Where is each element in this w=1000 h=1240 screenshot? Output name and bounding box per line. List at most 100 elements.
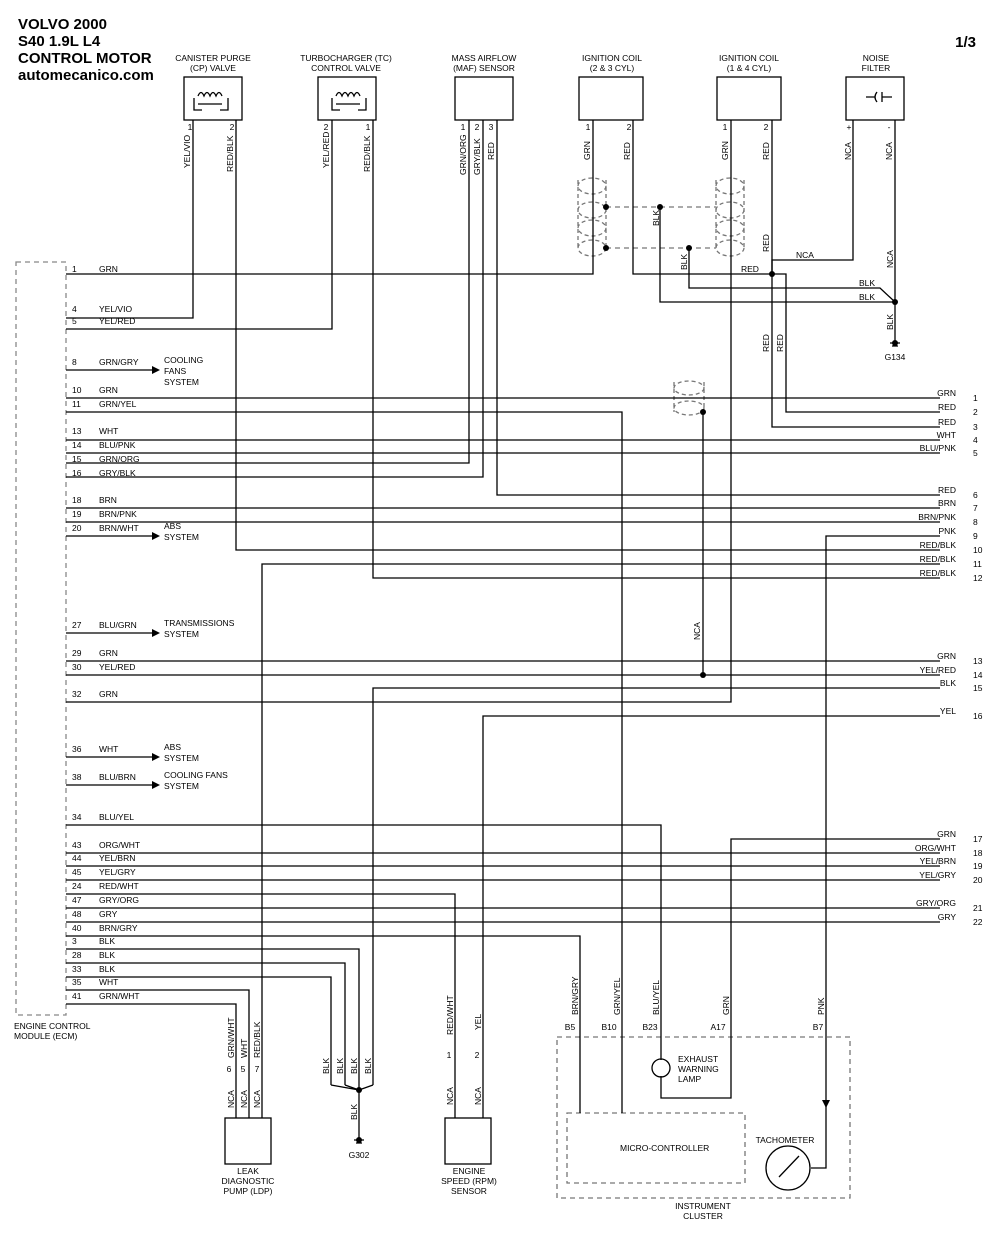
system-arrow-0 [152, 366, 160, 374]
ecm-wire-color-11: GRN/YEL [99, 399, 137, 409]
component-pin-4-1: 2 [764, 122, 769, 132]
title-vehicle: VOLVO 2000 [18, 16, 107, 33]
right-wire-color-15: BLK [940, 678, 956, 688]
ecm-wire-color-14: BLU/PNK [99, 440, 136, 450]
vertical-label-c14_1: GRN [720, 141, 730, 160]
vertical-label-cp1: YEL/VIO [182, 135, 192, 168]
ecm-pin-27: 27 [72, 620, 82, 630]
ldp-pin-2: 7 [255, 1064, 260, 1074]
maf-sensor-label-line-1: (MAF) SENSOR [453, 63, 515, 73]
right-wire-number-7: 7 [973, 503, 978, 513]
wire-blk-shield2 [688, 248, 896, 303]
ecm-wire-color-32: GRN [99, 689, 118, 699]
ecm-wire-color-1: GRN [99, 264, 118, 274]
component-pin-2-2: 3 [489, 122, 494, 132]
right-wire-color-5: BLU/PNK [920, 443, 957, 453]
noise-filter-label-line-1: FILTER [862, 63, 891, 73]
engine-speed-sensor [444, 1117, 492, 1165]
system-arrow-3 [152, 753, 160, 761]
ldp-pin-0: 6 [227, 1064, 232, 1074]
right-wire-color-7: BRN [938, 498, 956, 508]
cluster-pin-A17: A17 [710, 1022, 725, 1032]
coil-symbol-cp [193, 91, 229, 111]
vertical-label-ldp_nc: NCA [252, 1090, 262, 1108]
ecm-label-line-0: ENGINE CONTROL [14, 1021, 91, 1031]
cluster-pin-B5: B5 [565, 1022, 576, 1032]
right-wire-number-13: 13 [973, 656, 983, 666]
ecm-wire-color-27: BLU/GRN [99, 620, 137, 630]
vertical-label-nca_mid: NCA [692, 622, 702, 640]
ground-g302-label: G302 [349, 1150, 370, 1160]
maf-sensor [454, 76, 514, 121]
right-wire-color-4: WHT [937, 430, 956, 440]
vertical-label-g_a: BLK [321, 1058, 331, 1074]
vertical-label-blk_a: BLK [651, 210, 661, 226]
right-wire-color-19: YEL/BRN [920, 856, 956, 866]
ecm-pin-15: 15 [72, 454, 82, 464]
ecm-pin-48: 48 [72, 909, 82, 919]
right-wire-number-11: 11 [973, 559, 982, 569]
vertical-label-ldp_c: RED/BLK [252, 1021, 262, 1058]
ecm-pin-33: 33 [72, 964, 82, 974]
ecm-wire-color-36: WHT [99, 744, 118, 754]
ecm-pin-28: 28 [72, 950, 82, 960]
right-wire-color-21: GRY/ORG [916, 898, 956, 908]
component-pin-1-1: 1 [366, 122, 371, 132]
right-wire-color-3: RED [938, 417, 956, 427]
wire-grn-17 [730, 838, 940, 1037]
right-wire-color-20: YEL/GRY [919, 870, 956, 880]
noise-filter-label-line-0: NOISE [863, 53, 890, 63]
system-label-3-b: SYSTEM [164, 753, 199, 763]
right-wire-number-18: 18 [973, 848, 983, 858]
wire-blu-yel [66, 824, 662, 1037]
system-label-4-a: COOLING FANS [164, 770, 228, 780]
wire-gry-blk [66, 120, 484, 478]
ecm-pin-43: 43 [72, 840, 82, 850]
right-wire-color-22: GRY [938, 912, 957, 922]
wire-yel-16 [482, 715, 940, 1085]
ecm-pin-45: 45 [72, 867, 82, 877]
ecm-wire-color-13: WHT [99, 426, 118, 436]
wire-red-coil23 [632, 120, 772, 275]
tachometer-needle [778, 1155, 800, 1178]
ecm-pin-32: 32 [72, 689, 82, 699]
component-pin-0-0: 1 [188, 122, 193, 132]
splice-dot-8 [356, 1087, 362, 1093]
cluster-label-line-0: INSTRUMENT [675, 1201, 731, 1211]
ecm-pin-16: 16 [72, 468, 82, 478]
ecm-box [15, 261, 67, 1016]
vertical-label-nf_m: NCA [884, 142, 894, 160]
system-label-0-c: SYSTEM [164, 377, 199, 387]
ecm-wire-color-30: YEL/RED [99, 662, 135, 672]
tach-signal-arrow [822, 1100, 830, 1108]
ecm-pin-38: 38 [72, 772, 82, 782]
label-red-junction: RED [741, 264, 759, 274]
wire-rpm-lower [454, 1085, 484, 1118]
shield-coil14 [715, 177, 745, 257]
wire-pnk-9 [825, 535, 940, 1037]
ecm-pin-11: 11 [72, 399, 81, 409]
wire-red-2 [772, 273, 940, 413]
splice-dot-3 [686, 245, 692, 251]
system-label-2-a: TRANSMISSIONS [164, 618, 235, 628]
diagram-title: VOLVO 2000 S40 1.9L L4 CONTROL MOTOR aut… [18, 16, 154, 84]
component-pin-3-1: 2 [627, 122, 632, 132]
rpm-pin-0: 1 [447, 1050, 452, 1060]
right-wire-number-17: 17 [973, 834, 983, 844]
lamp-label-line-2: LAMP [678, 1074, 701, 1084]
exhaust-warning-lamp-icon [651, 1058, 671, 1078]
ecm-wire-color-33: BLK [99, 964, 115, 974]
vertical-label-ic_e: PNK [816, 997, 826, 1015]
ecm-wire-color-10: GRN [99, 385, 118, 395]
coil23-label-line-1: (2 & 3 CYL) [590, 63, 635, 73]
label-nca-junction: NCA [796, 250, 814, 260]
system-label-1-b: SYSTEM [164, 532, 199, 542]
noise-filter [845, 76, 905, 121]
instrument-cluster-box [556, 1036, 851, 1199]
wire-yel-red [66, 120, 333, 330]
right-wire-number-19: 19 [973, 861, 983, 871]
capacitor-symbol [866, 91, 892, 103]
ecm-pin-13: 13 [72, 426, 82, 436]
vertical-label-g_d: BLK [363, 1058, 373, 1074]
wire-grn-ecm32 [66, 120, 732, 703]
